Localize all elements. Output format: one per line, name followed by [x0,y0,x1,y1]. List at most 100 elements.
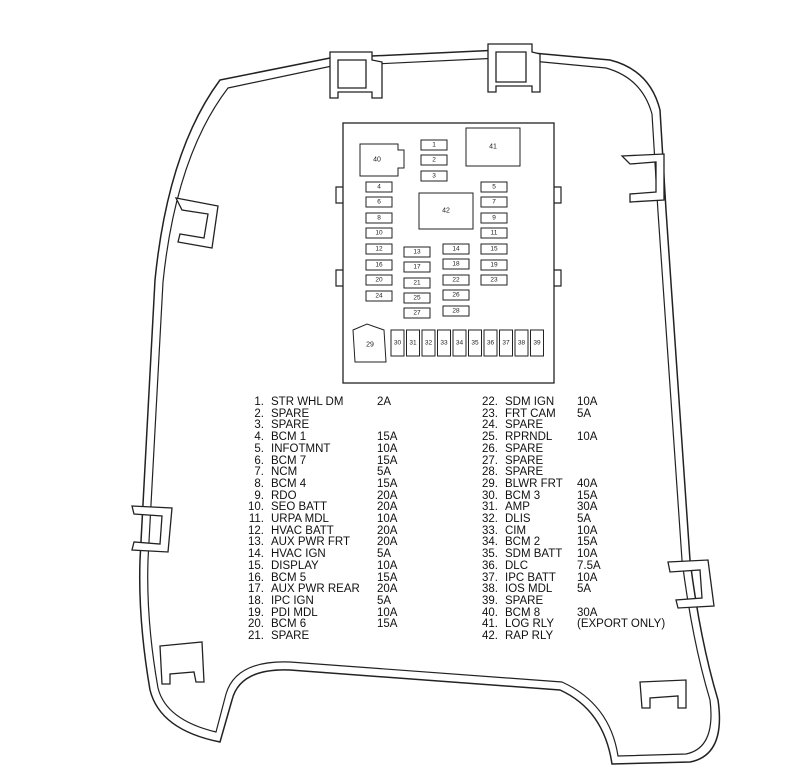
legend-amperage: 30A [577,501,598,514]
fuse-label-1: 1 [432,142,436,149]
fuse-label-6: 6 [377,199,381,206]
fuse-label-37: 37 [502,340,510,347]
fuse-18 [442,258,470,270]
legend-circuit: DISPLAY [271,559,319,572]
legend-number: 30. [482,489,498,502]
legend-circuit: SPARE [505,442,544,455]
legend-circuit: RAP RLY [505,630,554,642]
legend-number: 3. [254,419,264,432]
legend-number: 40. [482,606,498,619]
fuse-22 [442,274,470,286]
legend-amperage: 20A [377,536,398,549]
fuse-label-39: 39 [533,340,541,347]
legend-circuit: SPARE [505,419,544,432]
legend-circuit: BCM 8 [505,606,541,619]
legend-number: 25. [482,431,498,444]
legend-circuit: FRT CAM [505,407,556,420]
legend-circuit: SPARE [505,594,544,607]
cover-outline-inner [147,57,712,757]
fuse-label-4: 4 [377,184,381,191]
legend-circuit: RPRNDL [505,431,553,444]
fuse-label-31: 31 [409,340,417,347]
fuse-label-13: 13 [413,249,421,256]
legend-number: 27. [482,454,498,467]
legend-amperage: 10A [377,559,398,572]
fuse-16 [365,259,393,271]
legend-circuit: SDM BATT [505,548,563,561]
legend-number: 6. [254,454,264,467]
fuse-label-10: 10 [375,230,383,237]
legend-circuit: BCM 2 [505,536,541,549]
fuse-label-15: 15 [490,246,498,253]
legend-circuit: BCM 3 [505,489,541,502]
legend-circuit: DLC [505,559,529,572]
legend-circuit: IOS MDL [505,583,553,596]
fuse-26 [442,289,470,301]
legend-number: 14. [248,548,264,561]
fuse-label-3: 3 [432,173,436,180]
fuse-label-14: 14 [452,246,460,253]
legend-amperage: 5A [577,513,592,525]
legend-number: 17. [248,583,264,596]
fuse-label-20: 20 [375,277,383,284]
legend-number: 21. [248,630,264,642]
legend-circuit: NCM [271,466,298,479]
legend-number: 23. [482,407,498,420]
legend-amperage: 15A [577,536,598,549]
legend-number: 5. [254,442,264,455]
legend-amperage: 5A [377,594,392,607]
legend-amperage: 10A [577,524,598,537]
fuse-label-25: 25 [413,295,421,302]
legend-amperage: 15A [377,431,398,444]
legend-number: 10. [248,501,264,514]
fuse-label-8: 8 [377,215,381,222]
fuse-8 [365,212,393,224]
fuse-38 [514,329,529,357]
legend-circuit: HVAC IGN [271,548,326,561]
legend-number: 34. [482,536,498,549]
fuse-label-32: 32 [425,340,433,347]
legend-amperage: 20A [377,501,398,514]
fuse-1 [420,139,448,151]
fuse-5 [480,181,508,193]
legend-circuit: INFOTMNT [271,442,331,455]
fuse-13 [403,246,431,258]
fuse-36 [483,329,498,357]
fuse-20 [365,274,393,286]
legend-number: 20. [248,618,264,631]
legend-number: 8. [254,477,264,490]
fuse-label-19: 19 [490,262,498,269]
clip-bottom-right [639,679,687,709]
fuse-label-29: 29 [366,342,374,349]
legend-amperage: (EXPORT ONLY) [577,618,666,631]
legend-amperage: 15A [377,571,398,584]
legend-number: 22. [482,396,498,408]
legend-circuit: BCM 4 [271,477,307,490]
legend-number: 39. [482,594,498,607]
clip-top-center [487,43,541,93]
fuse-label-30: 30 [394,340,402,347]
legend-number: 9. [254,489,264,502]
fuse-label-26: 26 [452,292,460,299]
legend-number: 12. [248,524,264,537]
legend-circuit: STR WHL DM [271,396,344,408]
legend-circuit: AMP [505,501,530,514]
legend-amperage: 2A [377,396,392,408]
legend-number: 28. [482,466,498,479]
fuse-label-33: 33 [440,340,448,347]
fuse-24 [365,290,393,302]
fuse-25 [403,292,431,304]
legend-number: 19. [248,606,264,619]
legend-amperage: 15A [377,454,398,467]
fuse-label-22: 22 [452,277,460,284]
fuse-label-11: 11 [491,230,498,237]
fuse-label-38: 38 [518,340,526,347]
fuse-label-2: 2 [432,157,436,164]
legend-amperage: 10A [577,396,598,408]
fuse-30 [390,329,405,357]
clip-left-lower [131,505,173,553]
legend-amperage: 5A [577,407,592,420]
legend-circuit: BCM 1 [271,431,307,444]
legend-number: 32. [482,513,498,525]
